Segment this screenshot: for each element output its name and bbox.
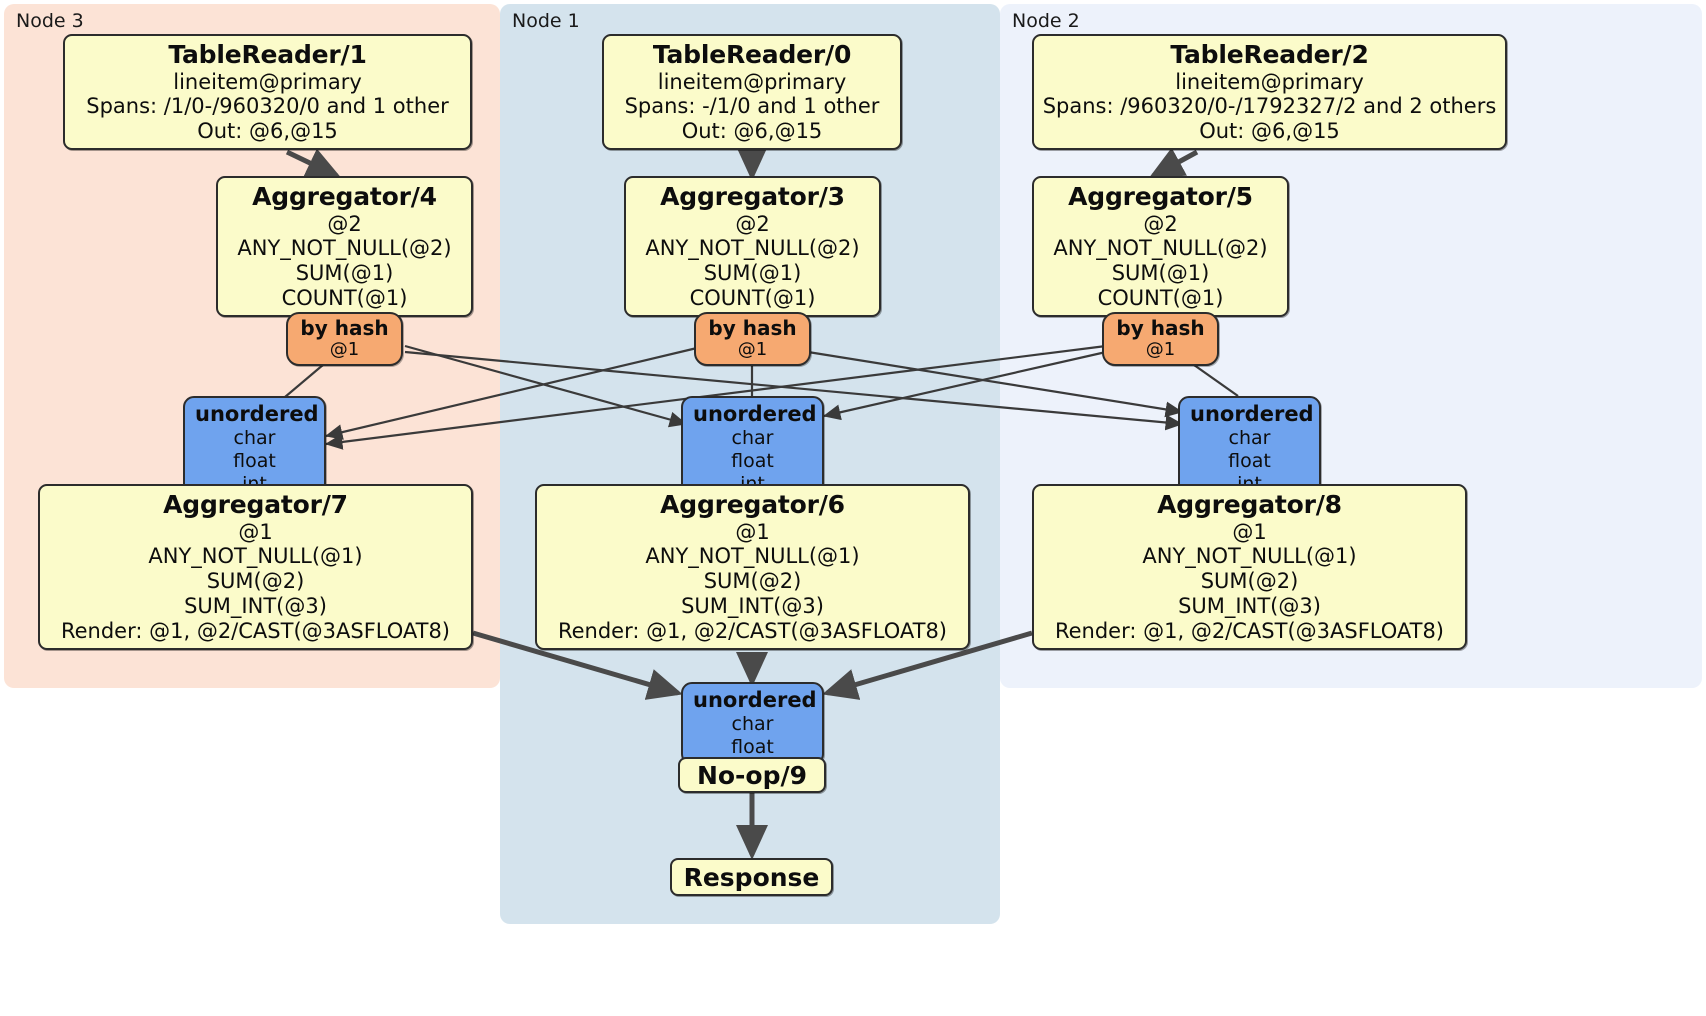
processor-detail: @2 [1143, 211, 1178, 236]
synchronizer-type: char [731, 713, 774, 736]
processor-detail: ANY_NOT_NULL(@2) [645, 236, 860, 261]
processor-detail: lineitem@primary [1175, 69, 1364, 94]
processor-detail: lineitem@primary [657, 69, 847, 94]
processor-detail: COUNT(@1) [689, 286, 816, 311]
processor-table-reader-2[interactable]: TableReader/2 lineitem@primary Spans: /9… [1032, 34, 1507, 151]
processor-title: TableReader/2 [1170, 40, 1369, 69]
processor-detail: SUM(@1) [1111, 261, 1210, 286]
processor-title: Aggregator/4 [252, 182, 437, 211]
processor-detail: SUM(@2) [703, 569, 802, 594]
synchronizer-type: float [731, 735, 774, 758]
processor-detail: SUM_INT(@3) [1178, 594, 1321, 619]
processor-detail: ANY_NOT_NULL(@1) [1142, 544, 1357, 569]
processor-detail: Render: @1, @2/CAST(@3ASFLOAT8) [60, 619, 451, 644]
processor-detail: @1 [238, 519, 273, 544]
router-title: by hash [300, 316, 389, 340]
processor-detail: ANY_NOT_NULL(@1) [645, 544, 860, 569]
node-panel-label: Node 1 [512, 10, 580, 32]
processor-title: TableReader/1 [168, 40, 367, 69]
processor-detail: ANY_NOT_NULL(@2) [237, 236, 452, 261]
processor-title: TableReader/0 [652, 40, 852, 69]
synchronizer-title: unordered [195, 402, 319, 426]
synchronizer-title: unordered [693, 688, 817, 712]
router-title: by hash [708, 316, 797, 340]
processor-title: Aggregator/6 [660, 490, 845, 519]
processor-title: No-op/9 [696, 760, 808, 790]
router-detail: @1 [329, 339, 360, 360]
synchronizer-type: char [1228, 427, 1271, 450]
processor-detail: Spans: -/1/0 and 1 other [624, 94, 880, 119]
router-title: by hash [1116, 316, 1205, 340]
router-detail: @1 [1145, 339, 1176, 360]
processor-no-op-9[interactable]: No-op/9 [678, 757, 826, 793]
processor-detail: @1 [735, 519, 770, 544]
processor-title: Aggregator/8 [1157, 490, 1342, 519]
processor-aggregator-3[interactable]: Aggregator/3 @2 ANY_NOT_NULL(@2) SUM(@1)… [624, 176, 881, 318]
processor-table-reader-1[interactable]: TableReader/1 lineitem@primary Spans: /1… [63, 34, 472, 151]
processor-detail: SUM_INT(@3) [184, 594, 327, 619]
processor-detail: ANY_NOT_NULL(@1) [148, 544, 363, 569]
processor-detail: SUM(@1) [295, 261, 394, 286]
processor-detail: ANY_NOT_NULL(@2) [1053, 236, 1268, 261]
processor-aggregator-4[interactable]: Aggregator/4 @2 ANY_NOT_NULL(@2) SUM(@1)… [216, 176, 473, 318]
processor-aggregator-6[interactable]: Aggregator/6 @1 ANY_NOT_NULL(@1) SUM(@2)… [535, 484, 970, 651]
processor-aggregator-5[interactable]: Aggregator/5 @2 ANY_NOT_NULL(@2) SUM(@1)… [1032, 176, 1289, 318]
synchronizer-title: unordered [1190, 402, 1314, 426]
synchronizer-type: float [731, 449, 774, 472]
processor-detail: Spans: /960320/0-/1792327/2 and 2 others [1042, 94, 1497, 119]
processor-title: Aggregator/3 [660, 182, 845, 211]
processor-detail: Render: @1, @2/CAST(@3ASFLOAT8) [1054, 619, 1445, 644]
processor-detail: Spans: /1/0-/960320/0 and 1 other [86, 94, 449, 119]
synchronizer-unordered-node-1[interactable]: unordered char float int [681, 396, 824, 502]
processor-detail: Out: @6,@15 [197, 119, 338, 144]
synchronizer-title: unordered [693, 402, 817, 426]
processor-detail: @2 [735, 211, 770, 236]
processor-detail: COUNT(@1) [1097, 286, 1224, 311]
processor-detail: SUM_INT(@3) [681, 594, 824, 619]
processor-detail: lineitem@primary [173, 69, 362, 94]
processor-detail: SUM(@2) [206, 569, 305, 594]
router-by-hash-node-1[interactable]: by hash @1 [694, 312, 811, 366]
processor-title: Aggregator/5 [1068, 182, 1253, 211]
processor-response[interactable]: Response [670, 858, 833, 896]
node-panel-label: Node 3 [16, 10, 84, 32]
processor-detail: SUM(@1) [703, 261, 802, 286]
router-by-hash-node-3[interactable]: by hash @1 [286, 312, 403, 366]
processor-aggregator-7[interactable]: Aggregator/7 @1 ANY_NOT_NULL(@1) SUM(@2)… [38, 484, 473, 651]
synchronizer-unordered-final[interactable]: unordered char float [681, 682, 824, 765]
processor-detail: Render: @1, @2/CAST(@3ASFLOAT8) [557, 619, 948, 644]
processor-title: Response [683, 862, 820, 892]
synchronizer-unordered-node-3[interactable]: unordered char float int [183, 396, 326, 502]
synchronizer-unordered-node-2[interactable]: unordered char float int [1178, 396, 1321, 502]
processor-aggregator-8[interactable]: Aggregator/8 @1 ANY_NOT_NULL(@1) SUM(@2)… [1032, 484, 1467, 651]
processor-table-reader-0[interactable]: TableReader/0 lineitem@primary Spans: -/… [602, 34, 902, 151]
processor-detail: Out: @6,@15 [681, 119, 823, 144]
synchronizer-type: float [1228, 449, 1271, 472]
synchronizer-type: char [731, 427, 774, 450]
processor-detail: Out: @6,@15 [1199, 119, 1340, 144]
processor-detail: SUM(@2) [1200, 569, 1299, 594]
router-by-hash-node-2[interactable]: by hash @1 [1102, 312, 1219, 366]
processor-detail: @1 [1232, 519, 1267, 544]
processor-detail: COUNT(@1) [281, 286, 408, 311]
router-detail: @1 [737, 339, 768, 360]
processor-detail: @2 [327, 211, 362, 236]
synchronizer-type: float [233, 449, 276, 472]
synchronizer-type: char [233, 427, 276, 450]
processor-title: Aggregator/7 [163, 490, 348, 519]
node-panel-label: Node 2 [1012, 10, 1080, 32]
